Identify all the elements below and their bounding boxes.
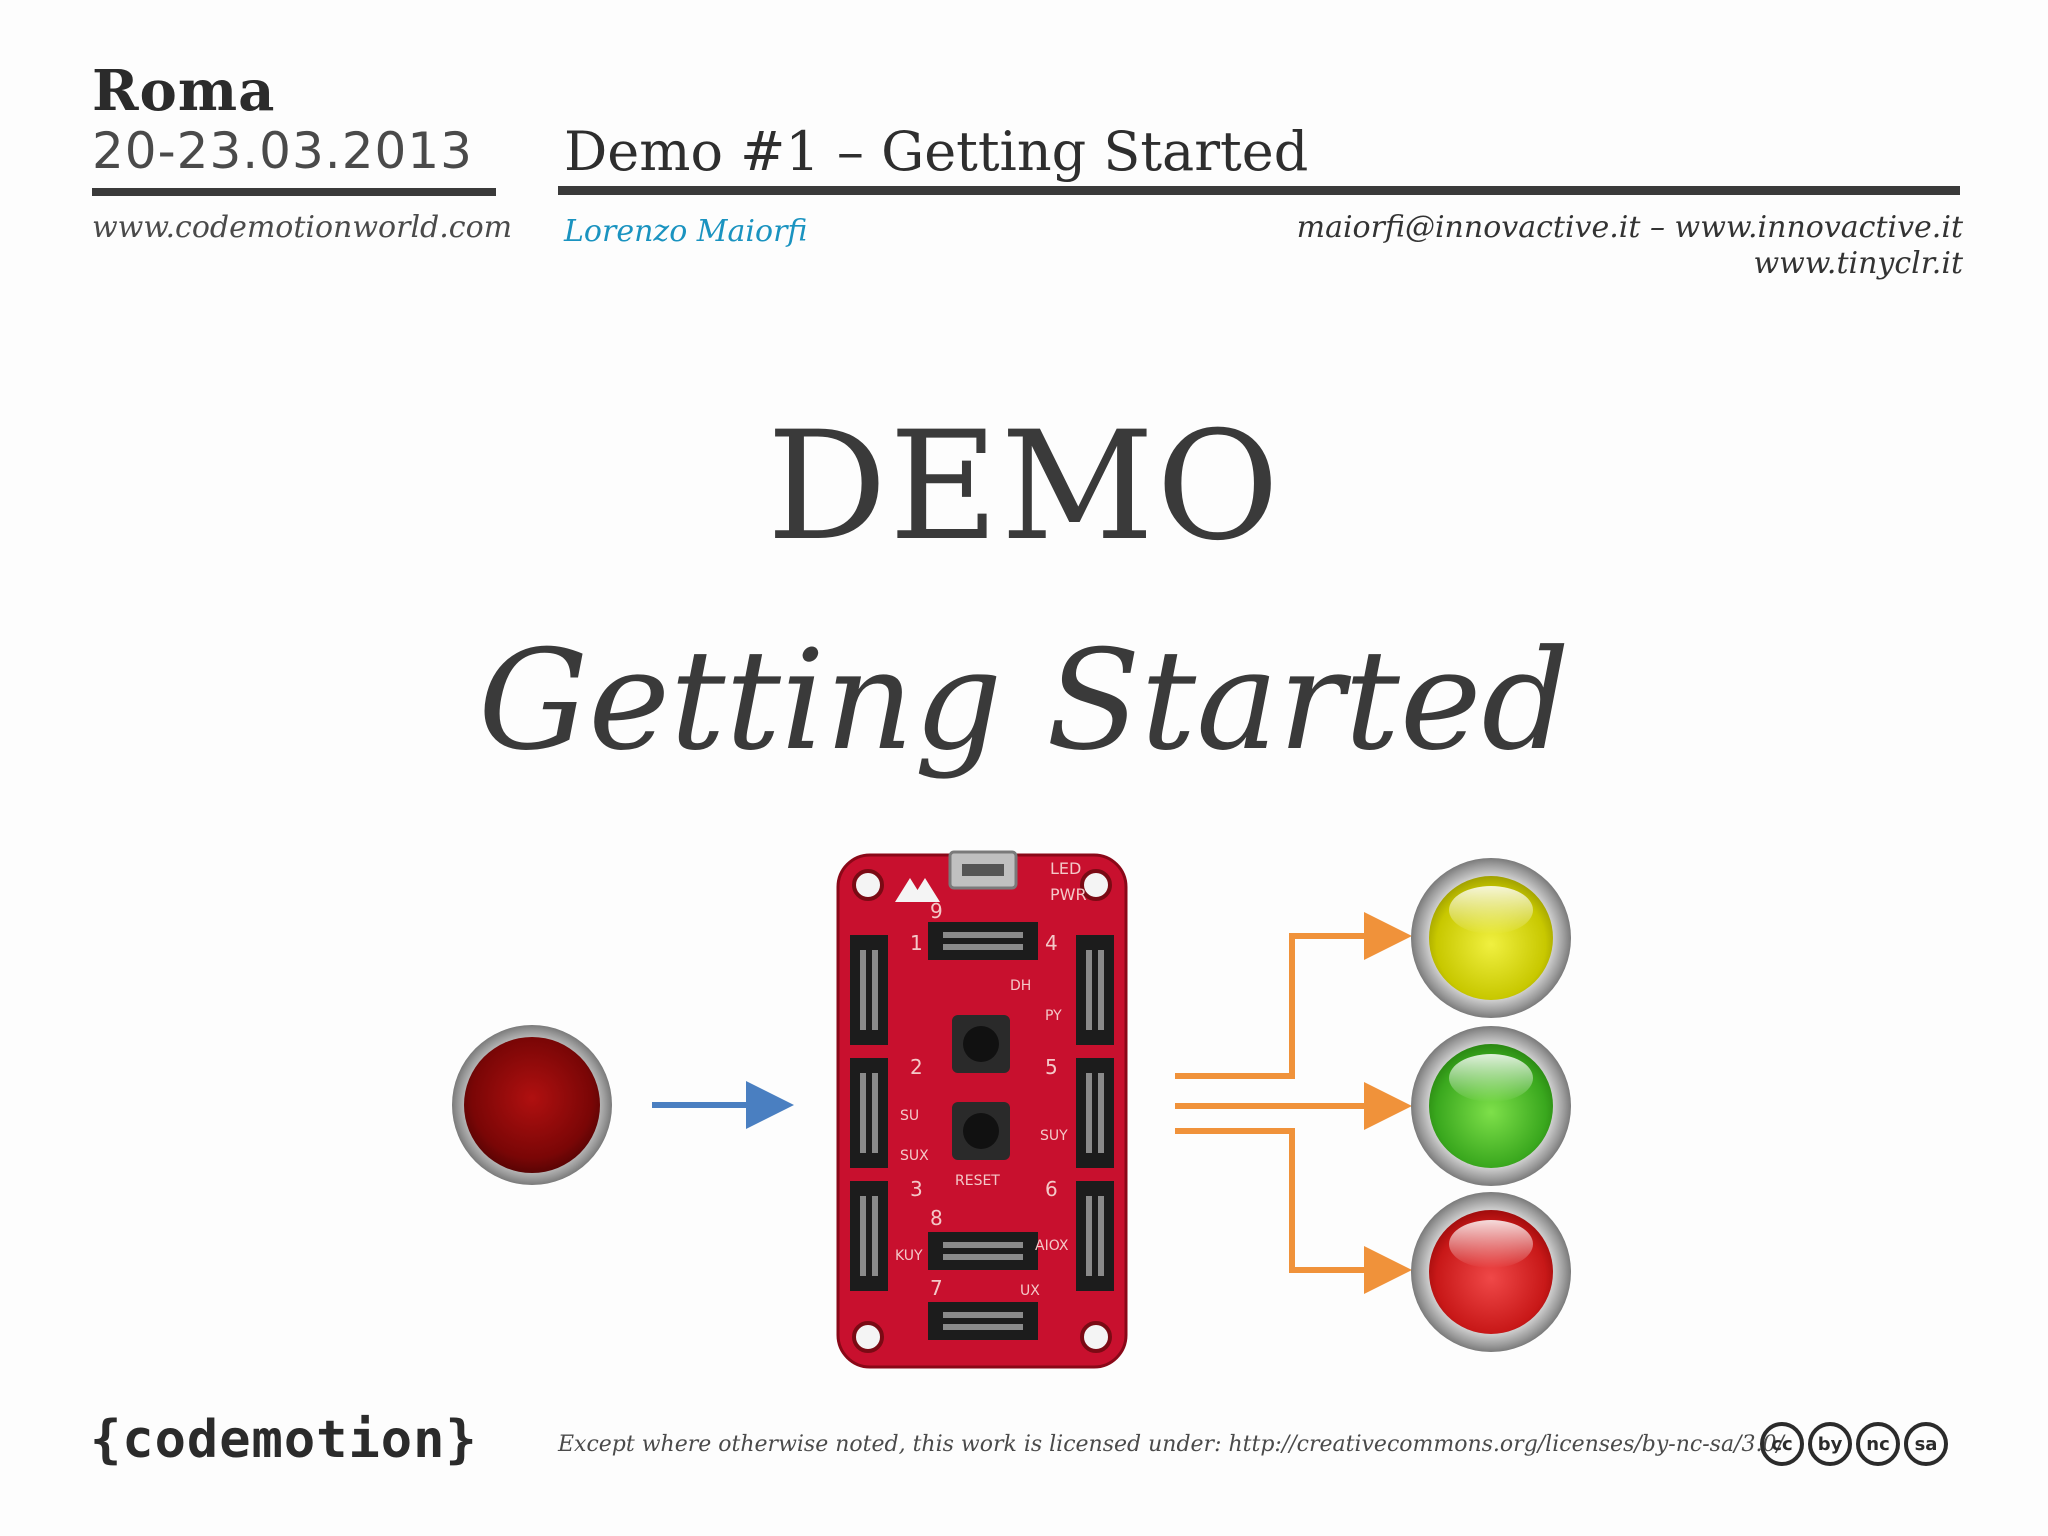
getting-started-subheading: Getting Started [478,620,1570,781]
demo-diagram: LED PWR 1 2 3 [452,850,1571,1369]
contact-line-1: maiorfi@innovactive.it – www.innovactive… [1296,210,1963,245]
license-notice: Except where otherwise noted, this work … [558,1432,1784,1457]
event-dates: 20-23.03.2013 [92,122,473,180]
cc-icon: cc [1760,1422,1804,1466]
green-led-icon [1411,1026,1571,1186]
socket-type-aiox: AIOX [1035,1238,1069,1254]
socket-number-9: 9 [930,899,943,923]
slide-title: Demo #1 – Getting Started [564,120,1309,183]
socket-type-py: PY [1045,1008,1062,1024]
socket-number-1: 1 [910,931,923,955]
contact-line-2: www.tinyclr.it [1753,246,1963,281]
socket-type-sux: SUX [900,1148,929,1164]
demo-heading: DEMO [766,400,1282,574]
header-rule-left [92,188,496,196]
socket-type-kuy: KUY [895,1248,923,1264]
socket-number-7: 7 [930,1276,943,1300]
socket-number-3: 3 [910,1177,923,1201]
noncommercial-icon: nc [1856,1422,1900,1466]
output-arrows [1175,912,1412,1294]
microcontroller-board: LED PWR 1 2 3 [836,850,1128,1369]
codemotion-logo: {codemotion} [90,1410,478,1470]
socket-type-ux: UX [1020,1283,1040,1299]
socket-type-su: SU [900,1108,919,1124]
socket-number-5: 5 [1045,1055,1058,1079]
socket-type-suy: SUY [1040,1128,1068,1144]
contact-info: maiorfi@innovactive.it – www.innovactive… [1297,210,1963,282]
header-rule-right [558,186,1960,195]
socket-number-8: 8 [930,1206,943,1230]
socket-number-6: 6 [1045,1177,1058,1201]
author-name: Lorenzo Maiorfi [564,214,808,249]
event-website: www.codemotionworld.com [92,210,513,245]
attribution-icon: by [1808,1422,1852,1466]
led-silkscreen-label: LED [1050,859,1081,878]
yellow-led-icon [1411,858,1571,1018]
sharealike-icon: sa [1904,1422,1948,1466]
reset-silkscreen-label: RESET [955,1173,1000,1189]
pwr-silkscreen-label: PWR [1050,885,1087,904]
socket-number-2: 2 [910,1055,923,1079]
socket-type-dh: DH [1010,978,1031,994]
socket-number-4: 4 [1045,931,1058,955]
event-city: Roma [92,58,276,124]
push-button-icon [452,1025,612,1185]
red-led-icon [1411,1192,1571,1352]
creative-commons-badges: cc by nc sa [1760,1422,1948,1466]
